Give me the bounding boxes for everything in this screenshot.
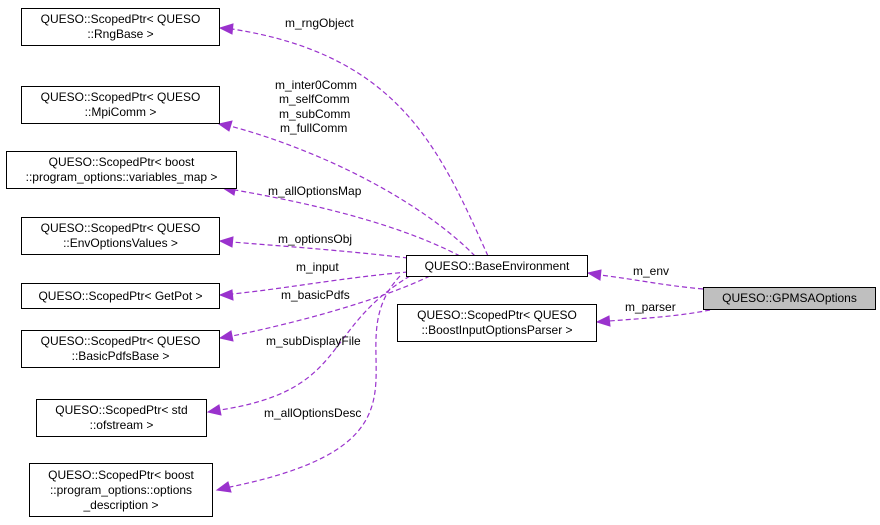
edge-alloptionsdesc [229, 275, 401, 488]
node-scopedptr-boostinputoptionsparser[interactable]: QUESO::ScopedPtr< QUESO ::BoostInputOpti… [397, 304, 597, 342]
node-line: QUESO::ScopedPtr< std [55, 403, 188, 417]
arrowhead-rngobject [218, 23, 234, 35]
node-scopedptr-envoptionsvalues[interactable]: QUESO::ScopedPtr< QUESO ::EnvOptionsValu… [21, 217, 220, 255]
node-line: QUESO::BaseEnvironment [424, 258, 570, 273]
node-line: ::BoostInputOptionsParser > [421, 323, 573, 337]
node-gpmsaoptions[interactable]: QUESO::GPMSAOptions [703, 287, 876, 310]
node-scopedptr-basicpdfsbase[interactable]: QUESO::ScopedPtr< QUESO ::BasicPdfsBase … [21, 330, 220, 368]
edge-subdisplayfile [219, 275, 411, 411]
node-line: QUESO::ScopedPtr< QUESO [40, 221, 201, 235]
node-baseenvironment[interactable]: QUESO::BaseEnvironment [406, 255, 588, 277]
edge-label-basicpdfs: m_basicPdfs [281, 288, 350, 302]
edge-label-subcomm: m_subComm [279, 107, 351, 121]
node-line: ::BasicPdfsBase > [71, 349, 170, 363]
node-scopedptr-rngbase[interactable]: QUESO::ScopedPtr< QUESO ::RngBase > [21, 8, 220, 46]
arrowhead-comm [217, 120, 233, 132]
arrowhead-alloptionsdesc [215, 481, 232, 493]
node-scopedptr-options-description[interactable]: QUESO::ScopedPtr< boost ::program_option… [29, 463, 213, 517]
node-line: QUESO::ScopedPtr< QUESO [417, 308, 577, 322]
edge-label-env: m_env [633, 264, 670, 278]
node-line: ::RngBase > [87, 27, 154, 41]
edge-alloptionsmap [234, 189, 461, 257]
arrowhead-subdisplayfile [206, 404, 222, 416]
node-line: ::EnvOptionsValues > [63, 236, 178, 250]
edge-label-alloptionsmap: m_allOptionsMap [268, 184, 362, 198]
edge-parser [608, 309, 711, 322]
node-line: QUESO::ScopedPtr< boost [48, 155, 195, 169]
edge-comm [229, 125, 476, 257]
node-line: ::ofstream > [89, 418, 154, 432]
edge-label-alloptionsdesc: m_allOptionsDesc [264, 406, 362, 420]
node-line: _description > [83, 497, 159, 512]
edge-label-rngobject: m_rngObject [285, 16, 354, 30]
node-line: QUESO::ScopedPtr< QUESO [40, 90, 201, 104]
edge-label-selfcomm: m_selfComm [279, 92, 350, 106]
arrowhead-env [586, 269, 602, 281]
arrowhead-basicpdfs [218, 330, 234, 342]
arrowhead-input [218, 289, 234, 301]
node-line: ::program_options::variables_map > [25, 170, 218, 184]
arrowhead-parser [595, 315, 611, 327]
node-scopedptr-getpot[interactable]: QUESO::ScopedPtr< GetPot > [21, 283, 220, 309]
edge-input [231, 271, 409, 295]
node-line: QUESO::ScopedPtr< boost [48, 467, 194, 482]
edge-label-inter0comm: m_inter0Comm [275, 78, 358, 92]
node-line: QUESO::ScopedPtr< QUESO [40, 12, 201, 26]
edge-basicpdfs [231, 275, 431, 337]
arrowhead-optionsobj [218, 236, 234, 248]
edge-rngobject [231, 28, 489, 257]
edge-label-input: m_input [296, 260, 339, 274]
edge-env [599, 274, 704, 290]
node-line: QUESO::ScopedPtr< GetPot > [38, 288, 203, 303]
edge-label-fullcomm: m_fullComm [280, 121, 348, 135]
edge-optionsobj [231, 241, 409, 259]
edge-label-optionsobj: m_optionsObj [278, 232, 353, 246]
node-scopedptr-mpicomm[interactable]: QUESO::ScopedPtr< QUESO ::MpiComm > [21, 86, 220, 124]
edge-label-subdisplayfile: m_subDisplayFile [266, 334, 361, 348]
node-scopedptr-variables-map[interactable]: QUESO::ScopedPtr< boost ::program_option… [6, 151, 237, 189]
edge-label-parser: m_parser [625, 300, 676, 314]
node-line: QUESO::ScopedPtr< QUESO [40, 334, 201, 348]
node-line: ::program_options::options [49, 482, 193, 497]
node-line: QUESO::GPMSAOptions [722, 291, 857, 305]
node-scopedptr-ofstream[interactable]: QUESO::ScopedPtr< std ::ofstream > [36, 399, 207, 437]
node-line: ::MpiComm > [84, 105, 157, 119]
